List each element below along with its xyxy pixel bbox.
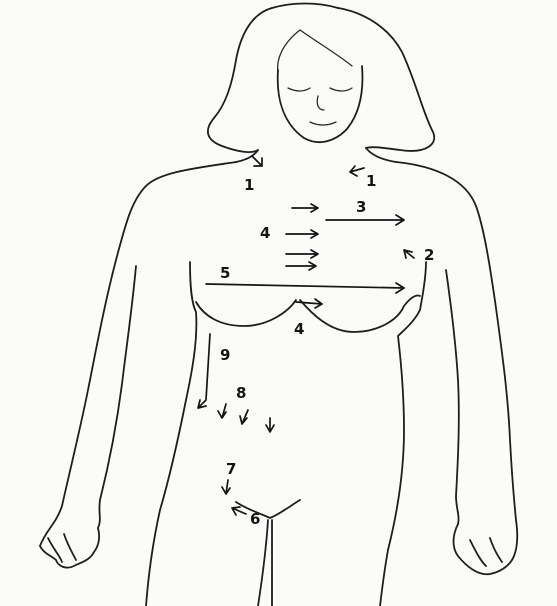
label-4-upper: 4 (260, 224, 270, 242)
arrow-9 (198, 334, 210, 408)
torso-left (146, 262, 196, 606)
arrow-1a (252, 156, 262, 166)
face-outline (278, 66, 363, 142)
label-9: 9 (220, 346, 230, 364)
arrow-4a-1 (292, 204, 318, 212)
arrow-7 (222, 480, 230, 494)
arrow-1b (350, 166, 364, 176)
label-1-left: 1 (244, 176, 254, 194)
right-eye (330, 88, 352, 91)
left-arm-inner (98, 266, 136, 528)
left-breast (196, 300, 296, 326)
arrow-4a-4 (286, 262, 316, 270)
label-3: 3 (356, 198, 366, 216)
mouth (310, 122, 336, 125)
arrow-6 (232, 507, 246, 515)
label-8: 8 (236, 384, 246, 402)
nose (317, 96, 324, 110)
arrow-8c (266, 418, 274, 432)
arrow-5 (206, 283, 404, 293)
label-1-right: 1 (366, 172, 376, 190)
left-shoulder-arm (40, 162, 236, 546)
label-5: 5 (220, 264, 230, 282)
hair-part (278, 30, 352, 72)
arrow-3 (326, 215, 404, 225)
right-hand (454, 520, 518, 574)
arrow-8b (240, 410, 248, 424)
torso-right (380, 262, 426, 606)
label-4-lower: 4 (294, 320, 304, 338)
right-arm-inner (446, 270, 459, 524)
label-6: 6 (250, 510, 260, 528)
arrow-4a-2 (286, 230, 318, 238)
left-hand (40, 528, 99, 568)
neck-right (366, 148, 396, 162)
inner-leg-left (258, 520, 268, 606)
groin (236, 500, 300, 518)
label-2: 2 (424, 246, 434, 264)
left-eye (288, 88, 310, 91)
hair-top (272, 4, 338, 9)
arrow-8a (218, 404, 226, 418)
arrow-4a-3 (286, 250, 318, 258)
hair-outline-right (338, 8, 434, 151)
hair-outline (208, 8, 272, 152)
right-shoulder-arm (396, 162, 516, 520)
label-7: 7 (226, 460, 236, 478)
arrow-2 (404, 250, 414, 258)
